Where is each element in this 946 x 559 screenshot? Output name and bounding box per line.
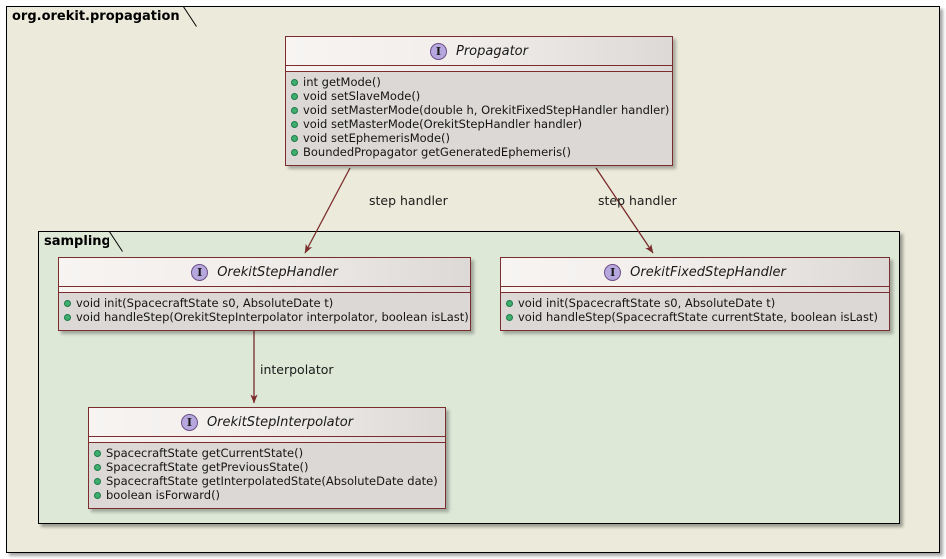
class-method: SpacecraftState getCurrentState() bbox=[94, 447, 440, 460]
class-method: BoundedPropagator getGeneratedEphemeris(… bbox=[291, 146, 667, 159]
class-attributes-compartment bbox=[59, 287, 470, 293]
class-title: OrekitStepInterpolator bbox=[206, 414, 354, 430]
class-header-orekitfixedstephandler: I OrekitFixedStepHandler bbox=[501, 258, 889, 287]
visibility-public-icon bbox=[94, 464, 101, 471]
visibility-public-icon bbox=[94, 450, 101, 457]
class-method: void setEphemerisMode() bbox=[291, 132, 667, 145]
visibility-public-icon bbox=[291, 93, 298, 100]
visibility-public-icon bbox=[94, 492, 101, 499]
method-signature: void init(SpacecraftState s0, AbsoluteDa… bbox=[76, 296, 334, 310]
package-label-org-orekit-propagation: org.orekit.propagation bbox=[6, 6, 184, 26]
visibility-public-icon bbox=[291, 149, 298, 156]
method-signature: void handleStep(OrekitStepInterpolator i… bbox=[76, 310, 469, 324]
class-method: void init(SpacecraftState s0, AbsoluteDa… bbox=[506, 297, 884, 310]
class-methods-compartment: void init(SpacecraftState s0, AbsoluteDa… bbox=[59, 293, 470, 330]
visibility-public-icon bbox=[291, 121, 298, 128]
class-title: OrekitStepHandler bbox=[217, 264, 338, 280]
class-method: int getMode() bbox=[291, 76, 667, 89]
class-header-orekitstepinterpolator: I OrekitStepInterpolator bbox=[89, 408, 445, 437]
visibility-public-icon bbox=[64, 300, 71, 307]
package-tab-corner-outer bbox=[183, 6, 197, 27]
class-methods-compartment: int getMode() void setSlaveMode() void s… bbox=[286, 72, 672, 165]
class-methods-compartment: void init(SpacecraftState s0, AbsoluteDa… bbox=[501, 293, 889, 330]
visibility-public-icon bbox=[506, 300, 513, 307]
class-method: void setMasterMode(OrekitStepHandler han… bbox=[291, 118, 667, 131]
interface-icon: I bbox=[430, 42, 447, 60]
method-signature: void setMasterMode(double h, OrekitFixed… bbox=[303, 103, 670, 117]
visibility-public-icon bbox=[291, 79, 298, 86]
class-attributes-compartment bbox=[89, 437, 445, 443]
class-header-orekitstephandler: I OrekitStepHandler bbox=[59, 258, 470, 287]
method-signature: BoundedPropagator getGeneratedEphemeris(… bbox=[303, 145, 572, 159]
class-box-orekitfixedstephandler[interactable]: I OrekitFixedStepHandler void init(Space… bbox=[500, 257, 890, 331]
method-signature: SpacecraftState getCurrentState() bbox=[106, 446, 304, 460]
class-method: SpacecraftState getPreviousState() bbox=[94, 461, 440, 474]
class-attributes-compartment bbox=[286, 66, 672, 72]
visibility-public-icon bbox=[291, 135, 298, 142]
method-signature: void handleStep(SpacecraftState currentS… bbox=[518, 310, 878, 324]
class-method: void handleStep(OrekitStepInterpolator i… bbox=[64, 311, 469, 324]
method-signature: void init(SpacecraftState s0, AbsoluteDa… bbox=[518, 296, 776, 310]
edge-label-step-handler-right: step handler bbox=[598, 193, 677, 208]
class-method: SpacecraftState getInterpolatedState(Abs… bbox=[94, 475, 440, 488]
interface-icon: I bbox=[604, 263, 622, 281]
class-box-orekitstephandler[interactable]: I OrekitStepHandler void init(Spacecraft… bbox=[58, 257, 471, 331]
visibility-public-icon bbox=[64, 314, 71, 321]
method-signature: void setSlaveMode() bbox=[303, 89, 421, 103]
package-tab-corner-inner bbox=[109, 231, 123, 252]
edge-label-interpolator: interpolator bbox=[260, 362, 334, 377]
class-method: boolean isForward() bbox=[94, 489, 440, 502]
edge-propagator-to-orekitfixedstephandler bbox=[595, 167, 654, 254]
class-method: void init(SpacecraftState s0, AbsoluteDa… bbox=[64, 297, 465, 310]
class-box-propagator[interactable]: I Propagator int getMode() void setSlave… bbox=[285, 36, 673, 166]
class-header-propagator: I Propagator bbox=[286, 37, 672, 66]
method-signature: SpacecraftState getPreviousState() bbox=[106, 460, 309, 474]
class-methods-compartment: SpacecraftState getCurrentState() Spacec… bbox=[89, 443, 445, 508]
interface-icon: I bbox=[180, 413, 198, 431]
method-signature: void setMasterMode(OrekitStepHandler han… bbox=[303, 117, 583, 131]
method-signature: void setEphemerisMode() bbox=[303, 131, 450, 145]
class-title: Propagator bbox=[456, 43, 528, 59]
visibility-public-icon bbox=[291, 107, 298, 114]
edge-propagator-to-orekitstephandler bbox=[304, 167, 351, 254]
method-signature: SpacecraftState getInterpolatedState(Abs… bbox=[106, 474, 438, 488]
class-box-orekitstepinterpolator[interactable]: I OrekitStepInterpolator SpacecraftState… bbox=[88, 407, 446, 509]
edge-label-step-handler-left: step handler bbox=[369, 193, 448, 208]
class-title: OrekitFixedStepHandler bbox=[630, 264, 786, 280]
class-attributes-compartment bbox=[501, 287, 889, 293]
visibility-public-icon bbox=[94, 478, 101, 485]
class-method: void setMasterMode(double h, OrekitFixed… bbox=[291, 103, 670, 117]
class-method: void setSlaveMode() bbox=[291, 90, 667, 103]
method-signature: int getMode() bbox=[303, 75, 381, 89]
interface-icon: I bbox=[191, 263, 209, 281]
visibility-public-icon bbox=[506, 314, 513, 321]
method-signature: boolean isForward() bbox=[106, 488, 221, 502]
class-method: void handleStep(SpacecraftState currentS… bbox=[506, 311, 884, 324]
